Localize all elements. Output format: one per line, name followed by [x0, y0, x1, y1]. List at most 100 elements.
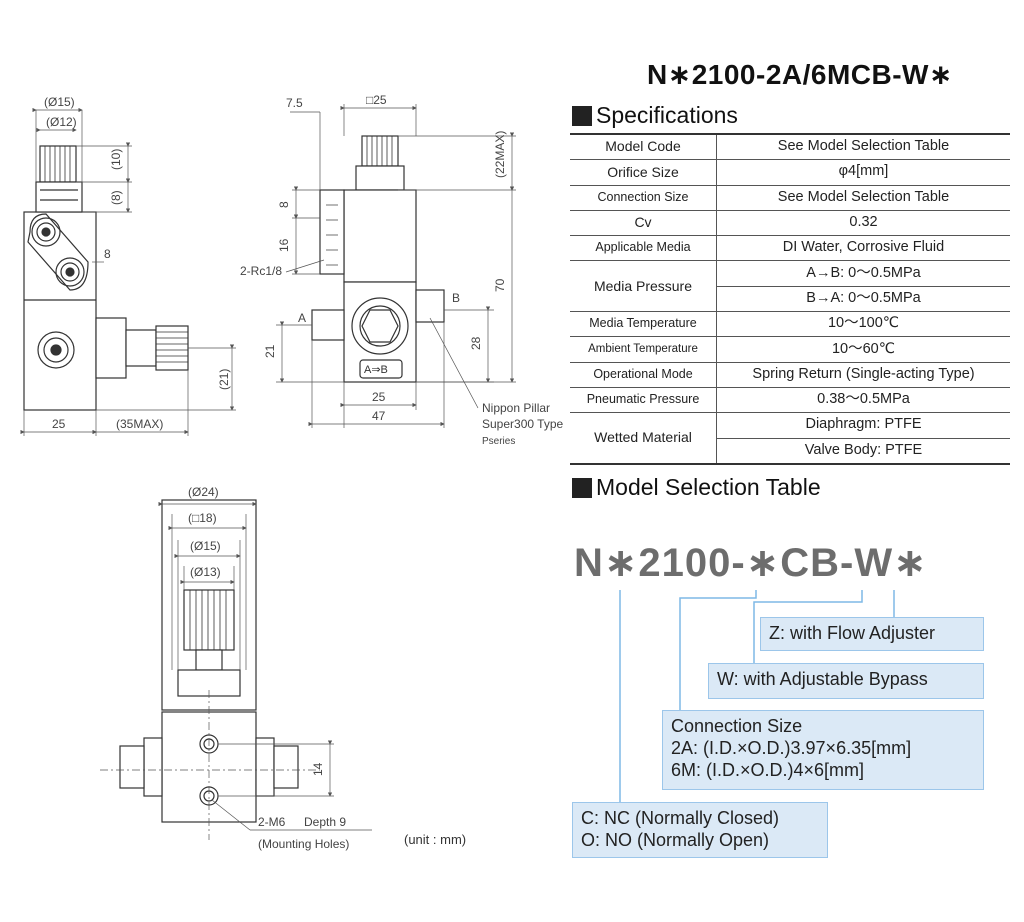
- technical-drawings: (Ø15) (Ø12) (10) (8) 8 25 (35MAX) (21): [20, 93, 564, 851]
- spec-table: Model Code See Model Selection Table Ori…: [570, 133, 1010, 465]
- m6-label: 2-M6: [258, 815, 286, 829]
- spec-label: Pneumatic Pressure: [570, 386, 717, 414]
- spec-value: Diaphragm: PTFE: [716, 412, 1010, 439]
- spec-row: Orifice Size φ4[mm]: [570, 159, 1010, 186]
- spec-heading-text: Specifications: [596, 102, 738, 128]
- dim-22max: (22MAX): [493, 131, 507, 178]
- heading-square-icon: [572, 105, 592, 126]
- spec-value: 10～100℃: [716, 311, 1010, 338]
- spec-value: See Model Selection Table: [716, 184, 1010, 211]
- dim-7-5: 7.5: [286, 96, 303, 110]
- model-code: N∗2100-∗CB-W∗: [574, 541, 928, 585]
- spec-label: Connection Size: [570, 184, 717, 211]
- spec-row: Model Code See Model Selection Table: [570, 133, 1010, 161]
- option-bypass-text: W: with Adjustable Bypass: [717, 669, 928, 689]
- spec-label: Operational Mode: [570, 361, 717, 388]
- dim-d12: (Ø12): [46, 115, 77, 129]
- front-view-drawing: [311, 135, 445, 383]
- option-mode: C: NC (Normally Closed) O: NO (Normally …: [572, 802, 828, 858]
- spec-label: Media Temperature: [570, 311, 717, 338]
- spec-row: Pneumatic Pressure 0.38～0.5MPa: [570, 386, 1010, 414]
- spec-label: Cv: [570, 209, 717, 237]
- heading-square-icon: [572, 477, 592, 498]
- spec-row: Cv 0.32: [570, 209, 1010, 237]
- connection-size-2a: 2A: (I.D.×O.D.)3.97×6.35[mm]: [671, 738, 912, 758]
- dim-47: 47: [372, 409, 386, 423]
- spec-label: Ambient Temperature: [570, 336, 717, 363]
- spec-label: Media Pressure: [570, 260, 717, 313]
- dim-d13: (Ø13): [190, 565, 221, 579]
- front-view-dimensions: [276, 104, 516, 428]
- model-heading: Model Selection Table: [572, 474, 821, 501]
- option-flow-adjuster-text: Z: with Flow Adjuster: [769, 623, 936, 643]
- dim-25: 25: [52, 417, 66, 431]
- spec-label: Model Code: [570, 133, 717, 161]
- spec-row: Valve Body: PTFE: [570, 437, 1010, 465]
- front-view-labels: 7.5 □25 (22MAX) 8 16 2-Rc1/8 70 A B 21 2…: [240, 93, 564, 447]
- unit-label: (unit : mm): [404, 832, 466, 847]
- spec-row: Wetted Material Diaphragm: PTFE: [570, 412, 1010, 465]
- dim-25-front: 25: [372, 390, 386, 404]
- dim-10: (10): [109, 149, 123, 170]
- connection-size-6m: 6M: (I.D.×O.D.)4×6[mm]: [671, 760, 865, 780]
- dim-sq18: (□18): [188, 511, 217, 525]
- pillar-label-1: Nippon Pillar: [482, 401, 550, 415]
- port-a-label: A: [298, 311, 306, 325]
- spec-heading: Specifications: [572, 102, 738, 129]
- flow-direction-label: A⇒B: [364, 364, 388, 376]
- dim-21p: (21): [217, 369, 231, 390]
- side-view-labels: (Ø15) (Ø12) (10) (8) 8 25 (35MAX) (21): [44, 95, 231, 431]
- dim-8p: (8): [109, 190, 123, 205]
- spec-row: Ambient Temperature 10～60℃: [570, 336, 1010, 363]
- spec-row: Applicable Media DI Water, Corrosive Flu…: [570, 235, 1010, 262]
- option-flow-adjuster: Z: with Flow Adjuster: [760, 617, 984, 651]
- port-b-label: B: [452, 291, 460, 305]
- dim-21: 21: [263, 344, 277, 358]
- dim-28: 28: [469, 336, 483, 350]
- spec-label: Wetted Material: [570, 412, 717, 465]
- option-connection-size: Connection Size 2A: (I.D.×O.D.)3.97×6.35…: [662, 710, 984, 790]
- top-view-labels: (Ø24) (□18) (Ø15) (Ø13) 14 2-M6 Depth 9 …: [188, 485, 466, 851]
- spec-value: 0.38～0.5MPa: [716, 386, 1010, 414]
- dim-70: 70: [493, 278, 507, 292]
- dim-sq25: □25: [366, 93, 387, 107]
- dim-8: 8: [104, 247, 111, 261]
- dim-d15-top: (Ø15): [190, 539, 221, 553]
- spec-row: Connection Size See Model Selection Tabl…: [570, 184, 1010, 211]
- dim-35max: (35MAX): [116, 417, 163, 431]
- pillar-label-2: Super300 Type: [482, 417, 564, 431]
- dim-d15: (Ø15): [44, 95, 75, 109]
- spec-value: B→A: 0～0.5MPa: [716, 285, 1010, 313]
- dim-d24: (Ø24): [188, 485, 219, 499]
- top-view-dimensions: [100, 501, 372, 840]
- spec-value: 0.32: [716, 209, 1010, 237]
- option-bypass: W: with Adjustable Bypass: [708, 663, 984, 699]
- spec-value: 10～60℃: [716, 336, 1010, 363]
- spec-label: Orifice Size: [570, 159, 717, 186]
- side-view-dimensions: [20, 107, 236, 436]
- product-title: N∗2100-2A/6MCB-W∗: [647, 59, 953, 90]
- spec-value: See Model Selection Table: [716, 133, 1010, 161]
- spec-row: Media Pressure A→B: 0～0.5MPa: [570, 260, 1010, 313]
- option-no: O: NO (Normally Open): [581, 830, 770, 850]
- spec-value: DI Water, Corrosive Fluid: [716, 235, 1010, 262]
- model-connector-lines: [619, 590, 895, 802]
- dim-16: 16: [277, 238, 291, 252]
- dim-8-front: 8: [277, 201, 291, 208]
- spec-row: Operational Mode Spring Return (Single-a…: [570, 361, 1010, 388]
- option-nc: C: NC (Normally Closed): [581, 808, 780, 828]
- mounting-holes-label: (Mounting Holes): [258, 837, 349, 851]
- spec-row: Media Temperature 10～100℃: [570, 311, 1010, 338]
- connection-size-title: Connection Size: [671, 716, 803, 736]
- spec-value: A→B: 0～0.5MPa: [716, 260, 1010, 287]
- side-view-drawing: [23, 145, 189, 411]
- spec-value: φ4[mm]: [716, 159, 1010, 186]
- spec-label: Applicable Media: [570, 235, 717, 262]
- model-heading-text: Model Selection Table: [596, 474, 821, 500]
- pillar-label-3: Pseries: [482, 436, 515, 447]
- spec-value: Spring Return (Single-acting Type): [716, 361, 1010, 388]
- spec-value: Valve Body: PTFE: [716, 437, 1010, 465]
- depth-label: Depth 9: [304, 815, 346, 829]
- rc-thread-label: 2-Rc1/8: [240, 264, 282, 278]
- dim-14: 14: [311, 762, 325, 776]
